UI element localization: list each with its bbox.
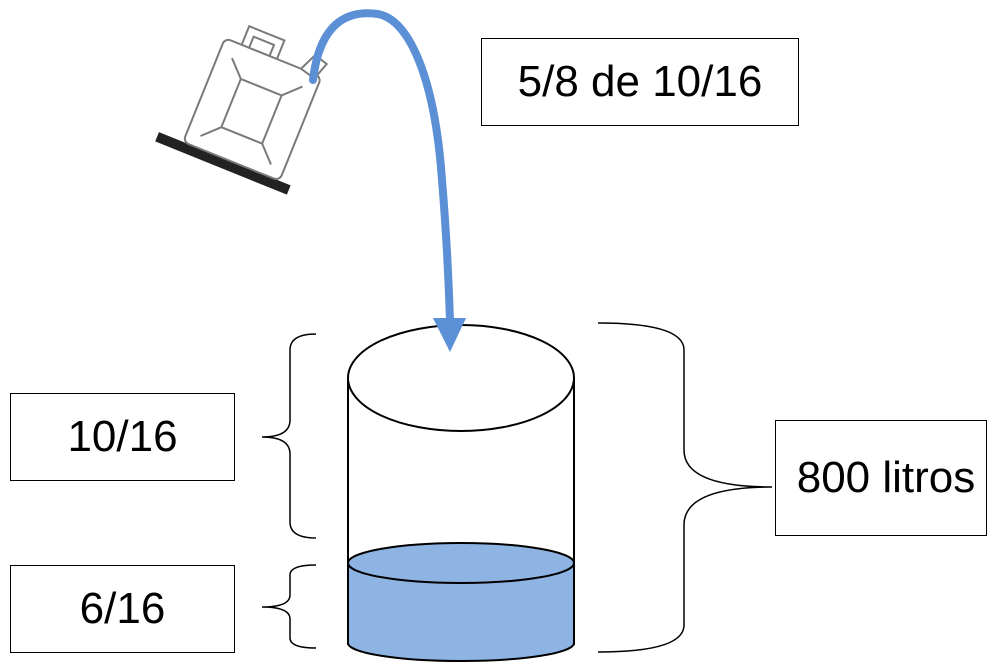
pour-arrow-shaft: [309, 9, 454, 324]
empty-fraction-label: 10/16: [10, 393, 235, 481]
jerry-can-body: [183, 38, 321, 181]
brace-empty-portion: [261, 333, 317, 539]
pour-fraction-label: 5/8 de 10/16: [481, 38, 799, 126]
jerry-can-emboss: [200, 57, 303, 165]
liquid-surface: [347, 542, 575, 584]
liquid-fill: [347, 562, 575, 662]
pour-arrow-head-front: [433, 318, 466, 352]
filled-fraction-label: 6/16: [10, 565, 235, 653]
jerry-can-handle: [240, 24, 286, 60]
total-volume-label: 800 litros: [775, 420, 987, 536]
pour-arrow-icon: [309, 9, 466, 352]
brace-filled-portion: [261, 564, 317, 649]
cylinder-top: [347, 324, 575, 432]
brace-total-volume: [597, 322, 773, 653]
jerry-can-base: [155, 132, 291, 195]
cylinder-tank: [347, 318, 575, 662]
jerry-can-icon: [155, 24, 329, 195]
